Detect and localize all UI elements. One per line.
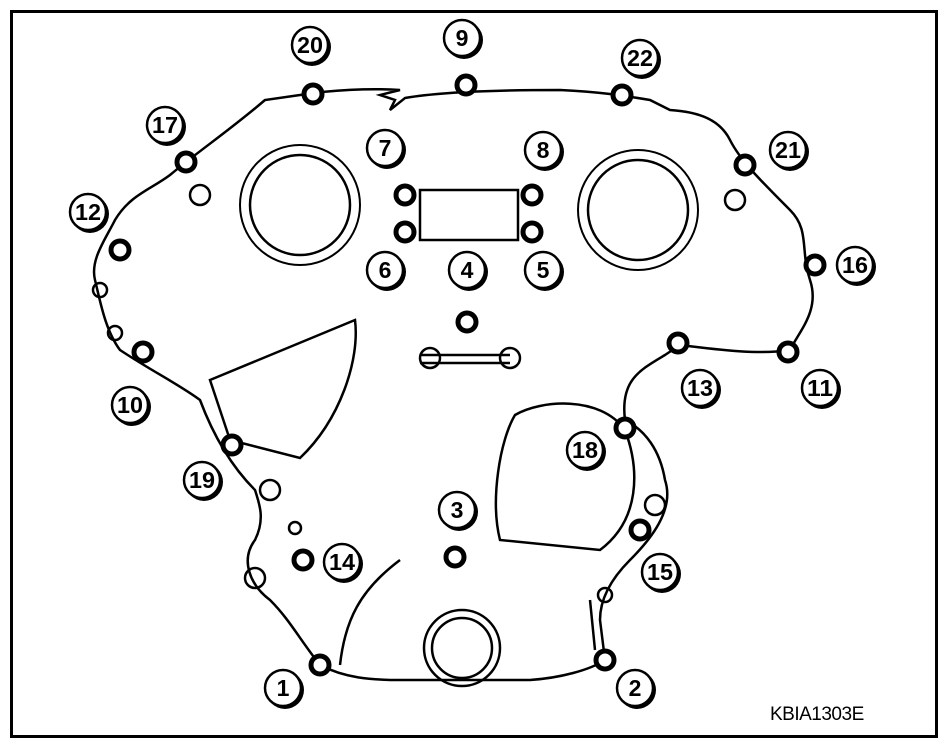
bolt-label-text: 5: [537, 257, 550, 283]
bolt-label-13: 13: [680, 368, 721, 409]
bolt-label-text: 3: [451, 497, 464, 523]
bolt-18: [613, 416, 637, 440]
bolt-label-text: 8: [537, 137, 550, 163]
bolt-label-21: 21: [768, 130, 809, 171]
bolt-label-text: 12: [75, 199, 101, 225]
bolt-label-1: 1: [263, 668, 304, 709]
bolt-19: [220, 433, 244, 457]
bolt-5: [520, 220, 544, 244]
bolt-label-text: 13: [687, 375, 713, 401]
bolt-label-text: 6: [379, 257, 392, 283]
bolt-label-17: 17: [145, 105, 186, 146]
bolt-3: [443, 545, 467, 569]
bolt-label-3: 3: [437, 490, 478, 531]
bolt-label-text: 11: [807, 375, 833, 401]
bolt-label-text: 1: [277, 675, 290, 701]
bolt-label-text: 14: [329, 549, 355, 575]
bolt-16: [803, 253, 827, 277]
bolt-11: [776, 340, 800, 364]
bolt-6: [393, 220, 417, 244]
bolt-label-6: 6: [365, 250, 406, 291]
bolt-22: [610, 83, 634, 107]
bolt-label-12: 12: [68, 192, 109, 233]
bolt-label-text: 18: [572, 437, 598, 463]
bolt-label-14: 14: [322, 542, 363, 583]
bolt-label-text: 20: [297, 32, 323, 58]
bolt-label-text: 17: [152, 112, 178, 138]
bolt-21: [733, 153, 757, 177]
bolt-label-22: 22: [620, 38, 661, 79]
bolt-label-16: 16: [835, 245, 876, 286]
bolt-8: [520, 183, 544, 207]
bolt-label-text: 19: [189, 467, 215, 493]
bolt-label-text: 22: [627, 45, 653, 71]
bolt-label-15: 15: [640, 552, 681, 593]
bolt-label-11: 11: [800, 368, 841, 409]
figure-code: KBIA1303E: [770, 704, 864, 725]
bolt-label-5: 5: [523, 250, 564, 291]
bolt-label-4: 4: [447, 250, 488, 291]
bolt-label-text: 4: [461, 257, 474, 283]
bolt-13: [666, 331, 690, 355]
bolt-label-9: 9: [442, 18, 483, 59]
case-outline: [91, 87, 814, 688]
bolt-14: [291, 548, 315, 572]
bolt-label-7: 7: [365, 128, 406, 169]
bolt-label-18: 18: [565, 430, 606, 471]
bolt-1: [308, 653, 332, 677]
bolt-label-8: 8: [523, 130, 564, 171]
bolt-15: [628, 518, 652, 542]
bolt-label-text: 7: [379, 135, 392, 161]
bolt-label-10: 10: [110, 385, 151, 426]
bolt-label-text: 10: [117, 392, 143, 418]
bolt-label-text: 16: [842, 252, 868, 278]
diagram-frame: [10, 10, 938, 738]
bolt-20: [301, 82, 325, 106]
bolt-label-2: 2: [615, 668, 656, 709]
bolt-label-20: 20: [290, 25, 331, 66]
bolt-2: [593, 648, 617, 672]
bolt-9: [454, 73, 478, 97]
bolt-label-19: 19: [182, 460, 223, 501]
bolt-12: [108, 238, 132, 262]
bolts: [108, 73, 827, 677]
bolt-label-text: 21: [775, 137, 801, 163]
bolt-label-text: 9: [456, 25, 469, 51]
bolt-4: [455, 310, 479, 334]
bolt-10: [131, 340, 155, 364]
bolt-label-text: 2: [629, 675, 642, 701]
bolt-7: [393, 183, 417, 207]
bolt-label-text: 15: [647, 559, 673, 585]
bolt-17: [174, 150, 198, 174]
